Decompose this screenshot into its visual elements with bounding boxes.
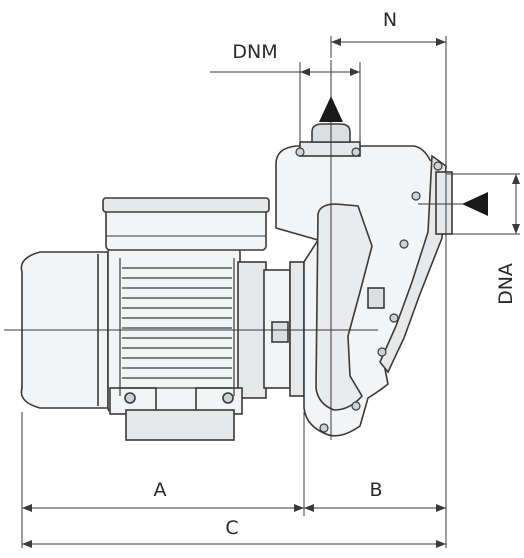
b-arrow-right bbox=[436, 504, 446, 512]
bolt-6 bbox=[389, 313, 399, 323]
shaft-sleeve bbox=[271, 321, 289, 343]
label-n: N bbox=[383, 9, 397, 31]
discharge-neck bbox=[299, 141, 361, 157]
drain-plug bbox=[367, 287, 385, 309]
c-arrow-left bbox=[22, 540, 32, 548]
dna-arrow-bottom bbox=[512, 224, 520, 234]
foot-bolt-left bbox=[124, 392, 136, 404]
label-dnm: DNM bbox=[232, 41, 277, 63]
motor-cooling-fins bbox=[119, 258, 235, 396]
pump-volute bbox=[315, 203, 373, 411]
bolt-2 bbox=[351, 147, 361, 157]
foot-bolt-right bbox=[222, 392, 234, 404]
pump bbox=[271, 123, 453, 437]
dimension-arrowheads bbox=[22, 38, 520, 548]
discharge-flow-arrow bbox=[319, 96, 343, 122]
label-c: C bbox=[225, 517, 238, 539]
c-arrow-right bbox=[436, 540, 446, 548]
motor bbox=[20, 197, 291, 441]
dna-arrow-top bbox=[512, 174, 520, 184]
dnm-arrow-left bbox=[300, 68, 310, 76]
b-arrow-left bbox=[304, 504, 314, 512]
bolt-5 bbox=[399, 239, 409, 249]
bolt-9 bbox=[319, 423, 329, 433]
pump-bolts bbox=[295, 147, 443, 433]
n-arrow-right bbox=[436, 38, 446, 46]
bolt-8 bbox=[351, 401, 361, 411]
bolt-1 bbox=[295, 147, 305, 157]
label-b: B bbox=[369, 479, 382, 501]
bolt-7 bbox=[377, 347, 387, 357]
label-a: A bbox=[154, 479, 167, 501]
bolt-4 bbox=[411, 191, 421, 201]
dimension-lines bbox=[21, 36, 520, 548]
label-dna: DNA bbox=[495, 263, 517, 305]
suction-flange bbox=[435, 171, 453, 235]
suction-flow-arrow bbox=[462, 192, 488, 216]
n-arrow-left bbox=[331, 38, 341, 46]
bolt-3 bbox=[433, 161, 443, 171]
a-arrow-right bbox=[294, 504, 304, 512]
flow-arrows bbox=[319, 96, 488, 216]
dnm-arrow-right bbox=[350, 68, 360, 76]
pump-bracket bbox=[289, 261, 305, 397]
a-arrow-left bbox=[22, 504, 32, 512]
motor-base bbox=[125, 409, 235, 441]
terminal-box-lid bbox=[102, 197, 270, 213]
